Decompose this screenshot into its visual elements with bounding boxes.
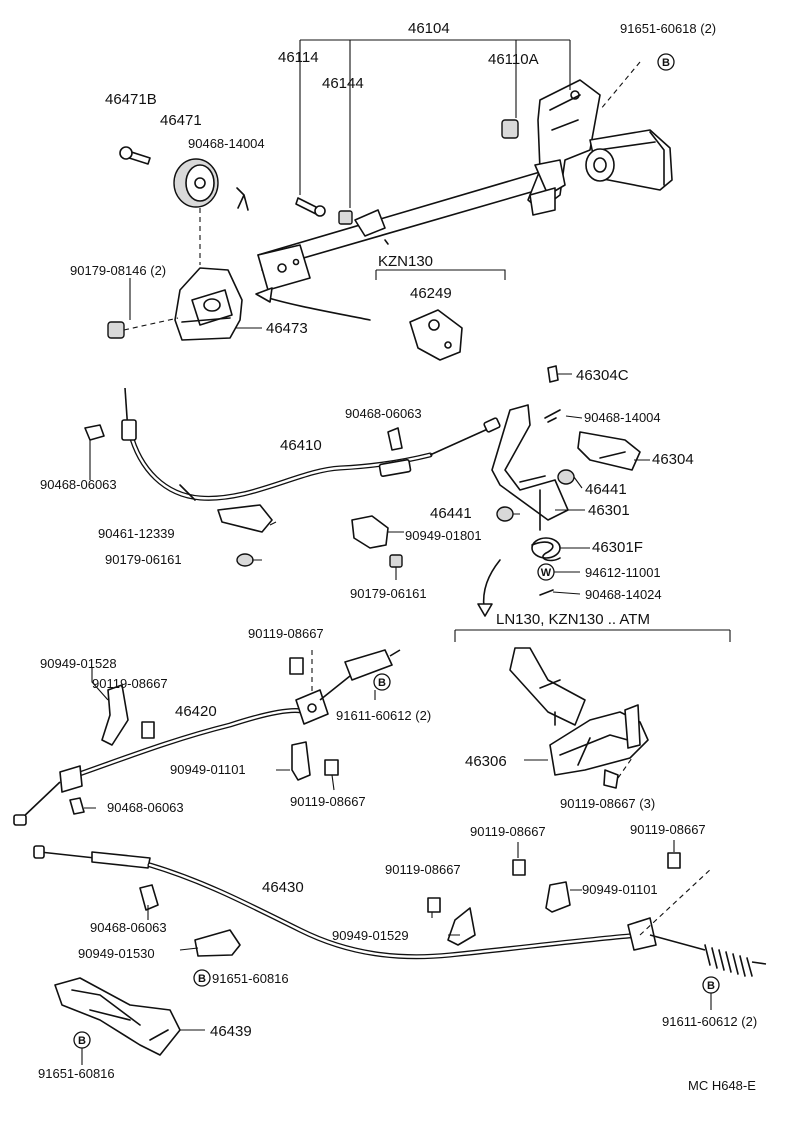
label-91651-60618: 91651-60618 (2) — [620, 21, 716, 36]
svg-text:B: B — [198, 973, 206, 985]
label-90949-01801: 90949-01801 — [405, 528, 482, 543]
bolt-90119-08667-g — [667, 852, 681, 869]
b-marker-91611-60612-a — [373, 673, 391, 691]
part-labels: 46104 46114 46144 46110A 91651-60618 (2)… — [38, 20, 757, 1093]
label-46410: 46410 — [280, 437, 322, 454]
label-91611-60612-a: 91611-60612 (2) — [336, 708, 431, 723]
label-90949-01101-b: 90949-01101 — [582, 882, 658, 897]
label-90119-08667-a: 90119-08667 — [248, 626, 324, 641]
label-90949-01529: 90949-01529 — [332, 928, 409, 943]
svg-text:B: B — [707, 980, 715, 992]
label-90468-06063-d: 90468-06063 — [90, 920, 167, 935]
label-90179-06161-b: 90179-06161 — [350, 586, 427, 601]
nut-90179-06161-a — [236, 553, 254, 567]
label-46471b: 46471B — [105, 91, 157, 108]
label-46306: 46306 — [465, 753, 507, 770]
label-90119-08667-e: 90119-08667 — [385, 862, 461, 877]
label-46420: 46420 — [175, 703, 217, 720]
nut-90179-06161-b — [389, 554, 403, 568]
label-kzn130: KZN130 — [378, 253, 433, 270]
intermediate-lever-group — [477, 365, 641, 617]
label-46304: 46304 — [652, 451, 694, 468]
label-90468-14024: 90468-14024 — [585, 587, 662, 602]
label-90119-08667-d: 90119-08667 (3) — [560, 796, 655, 811]
rear-cable-46430 — [33, 845, 767, 977]
label-46430: 46430 — [262, 879, 304, 896]
label-atm-group: LN130, KZN130 .. ATM — [496, 611, 650, 628]
b-marker-91651-60816-a — [193, 969, 211, 987]
label-46110a: 46110A — [488, 51, 539, 68]
label-90461-12339: 90461-12339 — [98, 526, 175, 541]
label-91611-60612-b: 91611-60612 (2) — [662, 1014, 757, 1029]
bolt-90119-08667-c — [324, 759, 339, 776]
front-cable-46410 — [121, 387, 501, 501]
label-90468-06063-a: 90468-06063 — [40, 477, 117, 492]
label-46471: 46471 — [160, 112, 202, 129]
label-46441-a: 46441 — [585, 481, 627, 498]
label-46301f: 46301F — [592, 539, 643, 556]
bracket-90949-01101-b — [545, 881, 571, 913]
label-46439: 46439 — [210, 1023, 252, 1040]
clip-90468-06063-a — [84, 424, 105, 441]
w-marker: W — [541, 567, 552, 579]
label-91651-60816-a: 91651-60816 — [212, 971, 289, 986]
label-90949-01528: 90949-01528 — [40, 656, 117, 671]
atm-bracket-46306 — [509, 647, 649, 789]
label-46249: 46249 — [410, 285, 452, 302]
label-90468-06063-c: 90468-06063 — [107, 800, 184, 815]
svg-text:B: B — [662, 57, 670, 69]
svg-text:B: B — [78, 1035, 86, 1047]
label-94612-11001: 94612-11001 — [585, 565, 661, 580]
label-90119-08667-f: 90119-08667 — [470, 824, 546, 839]
bolt-90119-08667-b — [141, 721, 155, 739]
parking-brake-lever-assembly — [255, 79, 673, 321]
svg-text:B: B — [378, 677, 386, 689]
label-91651-60816-b: 91651-60816 — [38, 1066, 115, 1081]
bolt-90119-08667-e — [427, 897, 441, 913]
label-90949-01530: 90949-01530 — [78, 946, 155, 961]
clip-90468-06063-c — [69, 797, 85, 815]
label-46473: 46473 — [266, 320, 308, 337]
label-90468-06063-b: 90468-06063 — [345, 406, 422, 421]
clip-90468-06063-d — [139, 884, 159, 911]
label-90119-08667-c: 90119-08667 — [290, 794, 366, 809]
label-46304c: 46304C — [576, 367, 629, 384]
label-46104: 46104 — [408, 20, 450, 37]
bracket-90949-01101-a — [291, 741, 311, 781]
clamp-90949-01801 — [351, 515, 389, 549]
bracket-90461-12339 — [217, 504, 273, 533]
bolt-90119-08667-f — [512, 859, 526, 876]
bracket-90949-01528 — [101, 684, 129, 746]
b-marker-91651-60618 — [657, 53, 675, 71]
clip-90468-06063-b — [387, 427, 403, 451]
label-90468-14004-b: 90468-14004 — [584, 410, 661, 425]
label-90179-08146: 90179-08146 (2) — [70, 263, 166, 278]
label-90119-08667-g: 90119-08667 — [630, 822, 706, 837]
bracket-90949-01530 — [194, 929, 241, 957]
cable-protector-46439 — [54, 977, 205, 1056]
label-90179-06161-a: 90179-06161 — [105, 552, 182, 567]
pulley-bracket-group — [107, 146, 262, 341]
label-46441-b: 46441 — [430, 505, 472, 522]
label-46114: 46114 — [278, 49, 319, 66]
bolt-90119-08667-a — [289, 657, 304, 675]
label-46144: 46144 — [322, 75, 364, 92]
kzn130-plate-46249 — [409, 309, 463, 361]
label-90119-08667-b: 90119-08667 — [92, 676, 168, 691]
rear-cable-46420 — [13, 649, 401, 826]
bracket-90949-01529 — [447, 907, 476, 946]
label-90468-14004-a: 90468-14004 — [188, 136, 265, 151]
label-46301: 46301 — [588, 502, 630, 519]
diagram-code: MC H648-E — [688, 1078, 756, 1093]
label-90949-01101-a: 90949-01101 — [170, 762, 246, 777]
